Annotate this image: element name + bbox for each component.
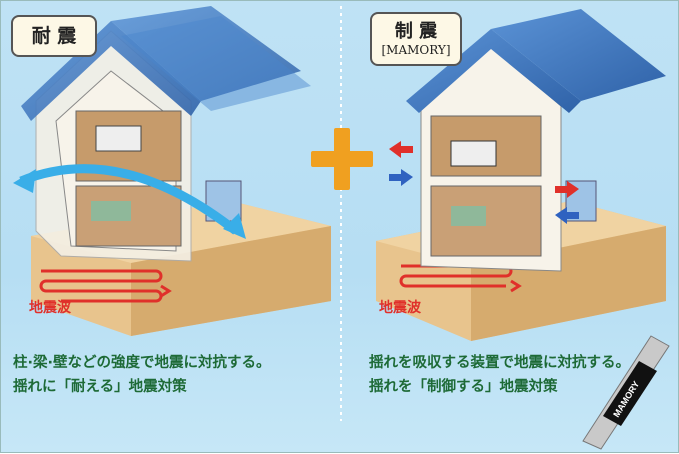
seishin-label-text: 制 震: [394, 21, 438, 42]
left-wave-label: 地震波: [29, 300, 71, 316]
left-caption-line2: 揺れに「耐える」地震対策: [13, 379, 187, 395]
sway-arrow-icon: [19, 164, 239, 235]
right-caption: 揺れを吸収する装置で地震に対抗する。 揺れを「制御する」地震対策: [369, 351, 630, 399]
sway-arrow-head-left: [13, 169, 36, 193]
plus-icon: [311, 128, 373, 190]
right-house-icon: [406, 9, 666, 272]
force-arrows-icon: [389, 141, 579, 224]
left-seismic-wave-icon: [39, 269, 172, 303]
right-caption-line2: 揺れを「制御する」地震対策: [369, 379, 558, 395]
taishin-label-text: 耐 震: [31, 25, 77, 47]
right-caption-line1: 揺れを吸収する装置で地震に対抗する。: [369, 355, 630, 371]
right-wave-label: 地震波: [379, 300, 421, 316]
seishin-label: 制 震 [MAMORY]: [370, 12, 462, 66]
left-caption: 柱·梁·壁などの強度で地震に対抗する。 揺れに「耐える」地震対策: [13, 351, 271, 399]
taishin-label: 耐 震: [11, 15, 97, 57]
left-caption-line1: 柱·梁·壁などの強度で地震に対抗する。: [13, 355, 271, 371]
seishin-sublabel: [MAMORY]: [381, 43, 451, 57]
sway-arrow-head-right: [223, 213, 246, 239]
